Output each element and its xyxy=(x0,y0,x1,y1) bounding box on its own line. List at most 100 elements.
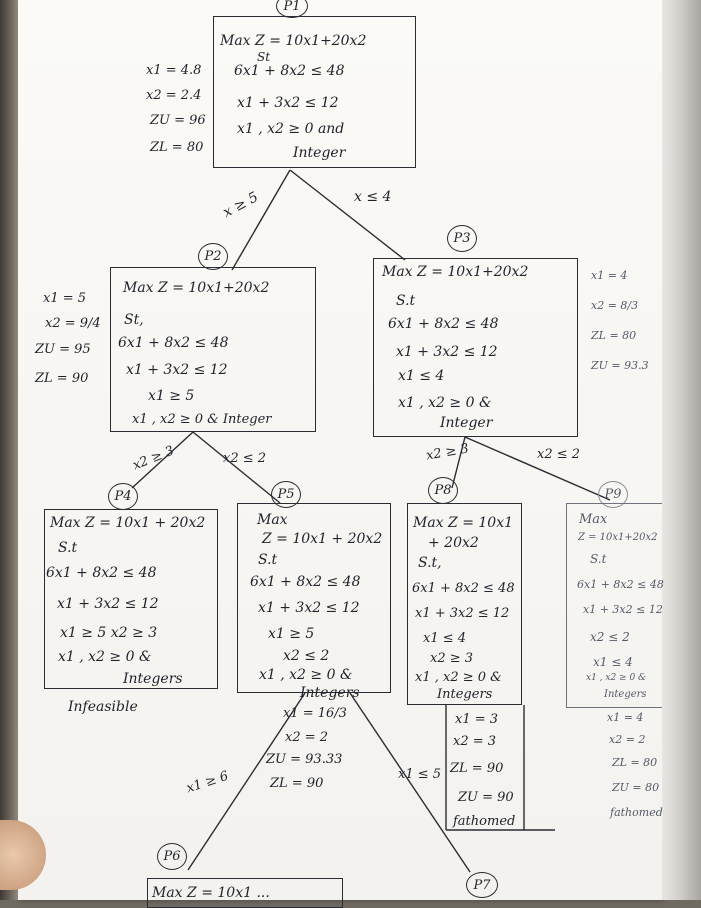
p9-fathomed-note: fathomed xyxy=(610,806,663,819)
p5-constraint-2: x1 + 3x2 ≤ 12 xyxy=(258,600,360,616)
p8-sol-zl: ZL = 90 xyxy=(450,761,504,776)
notebook-page xyxy=(18,0,662,900)
node-box-p8 xyxy=(407,503,522,705)
branch-label-p5-p7: x1 ≤ 5 xyxy=(398,767,442,782)
p2-sol-x2: x2 = 9/4 xyxy=(45,316,101,331)
edge-p1-p3 xyxy=(289,169,406,261)
node-box-p3 xyxy=(373,258,578,437)
p5-objective: Z = 10x1 + 20x2 xyxy=(262,531,383,547)
p9-sol-zl: ZL = 80 xyxy=(612,756,658,769)
branch-label-p2-p5: x2 ≤ 2 xyxy=(223,451,267,466)
p4-constraint-3: x1 ≥ 5 x2 ≥ 3 xyxy=(60,625,158,641)
p3-constraint-2: x1 + 3x2 ≤ 12 xyxy=(396,344,498,360)
p8-objective-cont: + 20x2 xyxy=(428,535,479,551)
edge-p2-p5 xyxy=(192,431,281,504)
p8-st: S.t, xyxy=(418,555,442,571)
p2-objective: Max Z = 10x1+20x2 xyxy=(123,280,270,296)
p1-constraint-3: x1 , x2 ≥ 0 and xyxy=(237,121,345,137)
node-label-p7: P7 xyxy=(466,872,498,898)
p5-constraint-4: x2 ≤ 2 xyxy=(283,648,330,664)
edge-p5-p7 xyxy=(349,692,471,873)
p9-sol-zu: ZU = 80 xyxy=(612,781,660,794)
p4-objective: Max Z = 10x1 + 20x2 xyxy=(50,515,206,531)
p8-sol-zu: ZU = 90 xyxy=(458,790,514,805)
branch-label-p1-p3: x ≤ 4 xyxy=(354,189,392,205)
node-label-p8: P8 xyxy=(428,477,458,504)
p9-objective: Z = 10x1+20x2 xyxy=(578,532,658,543)
p3-st: S.t xyxy=(396,293,416,309)
node-box-p4 xyxy=(44,509,218,689)
edge-p5-p6 xyxy=(187,692,306,871)
p8-sol-x1: x1 = 3 xyxy=(455,712,499,727)
node-label-p3: P3 xyxy=(447,225,477,252)
p2-constraint-1: 6x1 + 8x2 ≤ 48 xyxy=(118,335,229,351)
p1-constraint-1: 6x1 + 8x2 ≤ 48 xyxy=(234,63,345,79)
p8-constraint-1: 6x1 + 8x2 ≤ 48 xyxy=(412,581,515,596)
p5-sol-x2: x2 = 2 xyxy=(285,730,329,745)
p1-st: St xyxy=(257,50,271,64)
p9-constraint-4: x1 ≤ 4 xyxy=(593,655,633,669)
edge-p3-p9 xyxy=(464,436,611,501)
p9-sol-x1: x1 = 4 xyxy=(607,711,644,724)
p3-sol-zu: ZU = 93.3 xyxy=(591,359,649,372)
p4-st: S.t xyxy=(58,540,78,556)
p3-constraint-4: x1 , x2 ≥ 0 & xyxy=(398,395,492,411)
node-label-p6: P6 xyxy=(157,843,187,870)
node-label-p5: P5 xyxy=(271,481,301,508)
node-box-p9 xyxy=(566,503,662,708)
p1-objective: Max Z = 10x1+20x2 xyxy=(220,33,367,49)
p2-st: St, xyxy=(124,312,144,328)
p3-sol-x2: x2 = 8/3 xyxy=(591,299,639,312)
p6-objective: Max Z = 10x1 ... xyxy=(152,885,270,901)
p8-sol-x2: x2 = 3 xyxy=(453,734,497,749)
p3-constraint-3: x1 ≤ 4 xyxy=(398,368,445,384)
edge-p3-p8 xyxy=(451,436,466,489)
p8-constraint-2: x1 + 3x2 ≤ 12 xyxy=(415,606,510,621)
p9-objective-head: Max xyxy=(579,512,608,527)
p8-constraint-4: x2 ≥ 3 xyxy=(430,651,474,666)
p8-objective: Max Z = 10x1 xyxy=(413,515,514,531)
p4-constraint-2: x1 + 3x2 ≤ 12 xyxy=(57,596,159,612)
p1-constraint-2: x1 + 3x2 ≤ 12 xyxy=(237,95,339,111)
p5-constraint-6: Integers xyxy=(300,685,360,701)
p2-constraint-2: x1 + 3x2 ≤ 12 xyxy=(126,362,228,378)
branch-label-p3-p9: x2 ≤ 2 xyxy=(537,447,581,462)
p9-constraint-5: x1 , x2 ≥ 0 & xyxy=(586,673,647,683)
p1-sol-zu: ZU = 96 xyxy=(150,113,206,128)
p1-sol-x2: x2 = 2.4 xyxy=(146,88,202,103)
edge-p1-p2 xyxy=(231,169,291,271)
p8-fathomed-note: fathomed xyxy=(453,814,516,829)
p4-constraint-1: 6x1 + 8x2 ≤ 48 xyxy=(46,565,157,581)
next-page-edge xyxy=(662,0,701,900)
p2-constraint-4: x1 , x2 ≥ 0 & Integer xyxy=(132,412,272,427)
p5-sol-zu: ZU = 93.33 xyxy=(266,752,343,767)
p5-st: S.t xyxy=(258,552,278,568)
p9-constraint-3: x2 ≤ 2 xyxy=(590,630,630,644)
p4-infeasible-note: Infeasible xyxy=(68,699,138,715)
p5-constraint-1: 6x1 + 8x2 ≤ 48 xyxy=(250,574,361,590)
p5-objective-head: Max xyxy=(257,512,288,528)
p5-sol-zl: ZL = 90 xyxy=(270,776,324,791)
p3-objective: Max Z = 10x1+20x2 xyxy=(382,264,529,280)
p8-constraint-3: x1 ≤ 4 xyxy=(423,631,467,646)
p8-constraint-6: Integers xyxy=(437,687,493,702)
node-box-p5 xyxy=(237,503,391,693)
p1-sol-x1: x1 = 4.8 xyxy=(146,63,202,78)
notebook-binding xyxy=(0,0,22,900)
node-box-p1 xyxy=(213,16,416,168)
node-box-p2 xyxy=(110,267,316,432)
p2-sol-x1: x1 = 5 xyxy=(43,291,87,306)
p9-sol-x2: x2 = 2 xyxy=(609,733,646,746)
p5-sol-x1: x1 = 16/3 xyxy=(283,706,347,721)
p2-sol-zl: ZL = 90 xyxy=(35,371,89,386)
p8-constraint-5: x1 , x2 ≥ 0 & xyxy=(415,670,502,685)
edge-p2-p4 xyxy=(131,431,194,489)
node-label-p9: P9 xyxy=(598,481,628,508)
p9-st: S.t xyxy=(590,552,607,566)
p9-constraint-6: Integers xyxy=(604,689,647,700)
p5-constraint-3: x1 ≥ 5 xyxy=(268,626,315,642)
p5-constraint-5: x1 , x2 ≥ 0 & xyxy=(259,667,353,683)
node-label-p4: P4 xyxy=(108,483,138,510)
p3-constraint-5: Integer xyxy=(440,415,493,431)
